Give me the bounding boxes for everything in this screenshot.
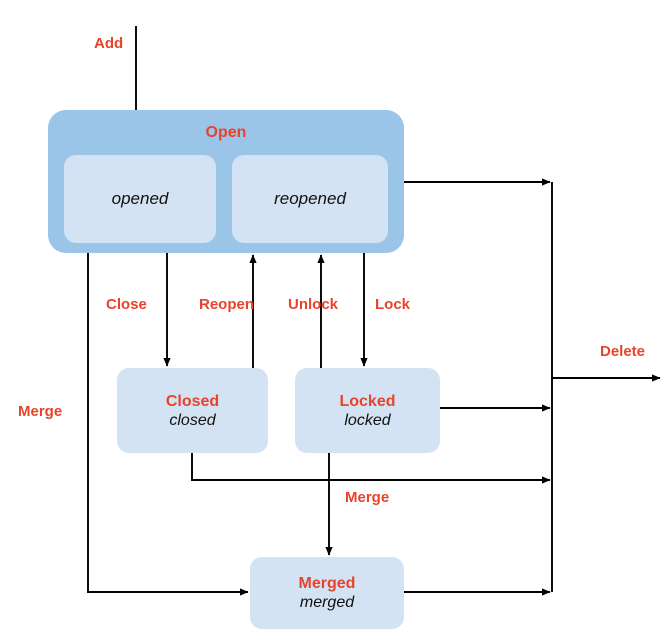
transition-label-lock: Lock [375, 296, 411, 313]
state-reopened[interactable]: reopened [232, 155, 388, 243]
transition-label-merge-closed: Merge [345, 489, 390, 506]
state-closed[interactable]: Closed closed [117, 368, 268, 453]
group-open-title: Open [205, 124, 247, 141]
transition-label-merge-open: Merge [18, 403, 63, 420]
edge-merge-open [87, 253, 249, 596]
state-locked-id: locked [344, 411, 391, 429]
state-merged[interactable]: Merged merged [250, 557, 404, 629]
state-closed-id: closed [169, 411, 216, 429]
state-merged-id: merged [299, 594, 355, 611]
state-opened-label: opened [111, 189, 169, 208]
transition-label-unlock: Unlock [288, 296, 339, 313]
state-reopened-label: reopened [274, 189, 346, 208]
state-locked-title: Locked [339, 392, 396, 410]
state-closed-title: Closed [165, 392, 220, 410]
edge-merge-closed [191, 453, 551, 484]
transition-label-close: Close [106, 296, 147, 313]
state-locked[interactable]: Locked locked [295, 368, 440, 453]
transition-label-add: Add [94, 35, 124, 52]
state-opened[interactable]: opened [64, 155, 216, 243]
transition-label-delete: Delete [600, 343, 646, 360]
state-merged-title: Merged [298, 575, 356, 592]
transition-label-reopen: Reopen [199, 296, 255, 313]
